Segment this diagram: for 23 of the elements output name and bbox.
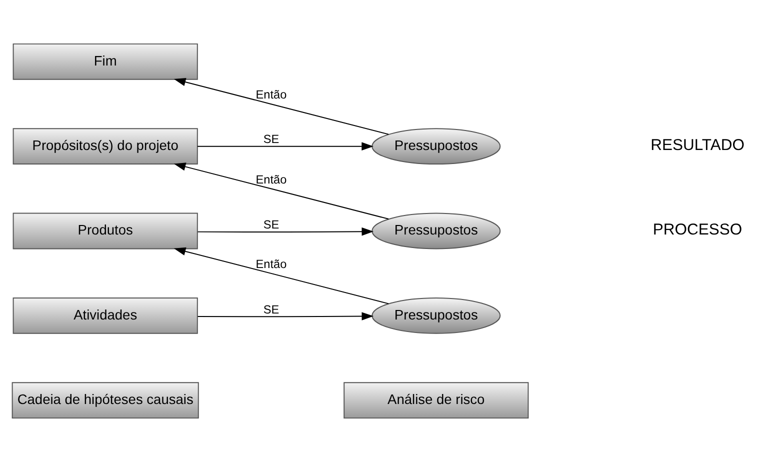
edge-label: Então (256, 88, 287, 102)
arrow (197, 227, 374, 236)
edge-label: Então (256, 257, 287, 272)
node-box: Fim (12, 43, 198, 80)
edge-label: SE (263, 132, 280, 146)
arrow (197, 312, 374, 320)
edge-label: SE (263, 218, 280, 232)
node-ellipse: Pressupostos (372, 212, 501, 250)
arrow (174, 162, 390, 220)
node-box: Análise de risco (344, 382, 529, 419)
node-ellipse: Pressupostos (372, 128, 501, 165)
arrow (197, 142, 374, 150)
edge-label: Então (256, 172, 287, 186)
node-ellipse: Pressupostos (372, 297, 501, 334)
node-box: Cadeia de hipóteses causais (12, 382, 199, 419)
edge-label: SE (263, 302, 280, 316)
node-box: Produtos (12, 212, 198, 250)
node-box: Propósitos(s) do projeto (12, 128, 198, 165)
arrow (174, 78, 390, 135)
arrow (174, 247, 390, 304)
label: RESULTADO (650, 137, 745, 154)
node-box: Atividades (12, 297, 198, 334)
label: PROCESSO (652, 222, 742, 239)
